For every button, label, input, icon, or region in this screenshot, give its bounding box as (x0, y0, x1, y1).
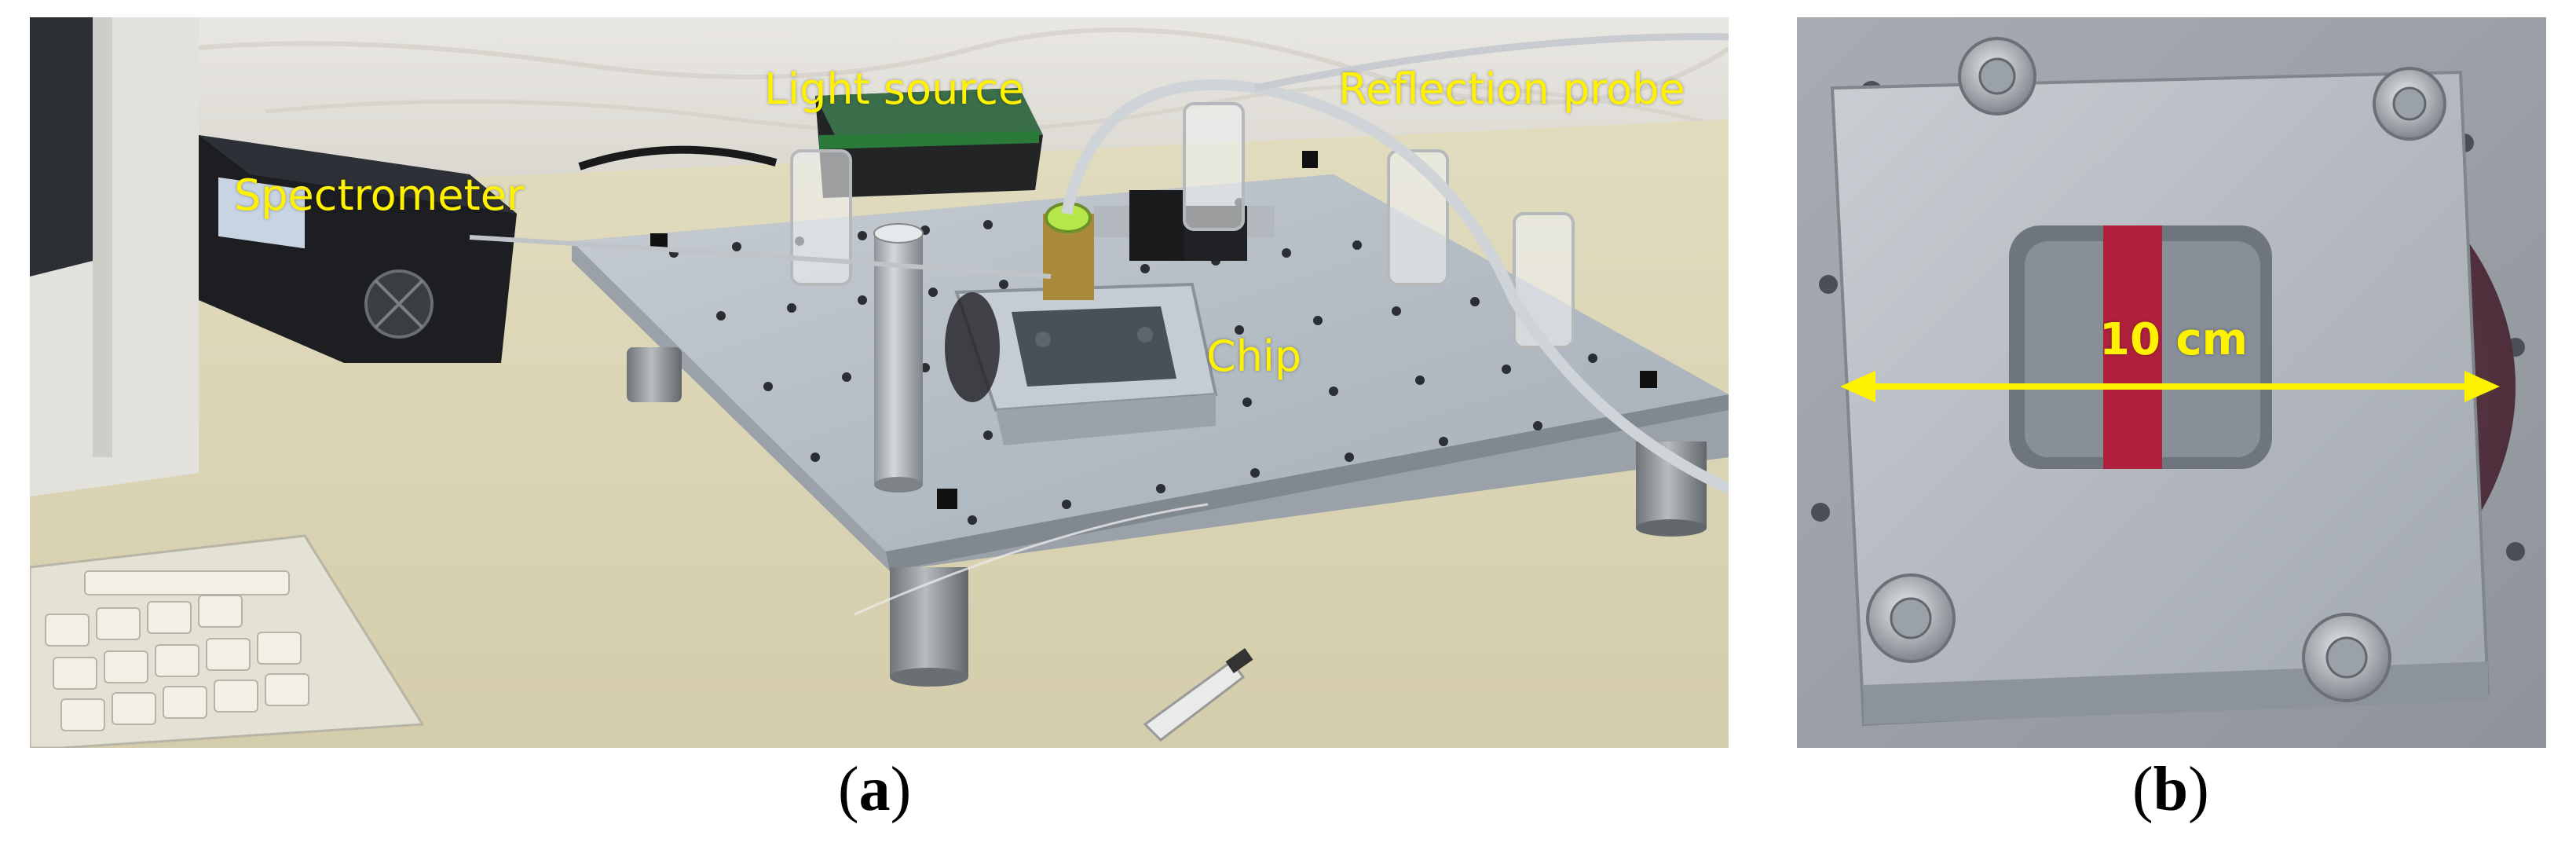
chip-holder (945, 282, 1218, 445)
light-source-device (815, 88, 1043, 198)
measurement-arrow (1840, 371, 2500, 402)
spectrometer-label: Spectrometer (234, 170, 525, 220)
reflection-probe-label: Reflection probe (1338, 64, 1685, 114)
caption-a-letter: a (858, 755, 891, 824)
caption-b-close: ) (2188, 755, 2209, 824)
light-source-label: Light source (764, 64, 1025, 114)
support-rod (873, 223, 924, 493)
setup-photo: Light source Reflection probe Spectromet… (30, 17, 1729, 748)
caption-a-close: ) (890, 755, 912, 824)
screws (1866, 37, 2446, 702)
glass-vials (790, 102, 1575, 349)
spectrometer-device (199, 135, 517, 363)
measurement-label: 10 cm (2099, 314, 2248, 365)
caption-b-letter: b (2153, 755, 2189, 824)
chip-closeup-drawing (1797, 17, 2546, 748)
chip-label: Chip (1206, 332, 1302, 381)
setup-photo-drawing (30, 17, 1729, 748)
syringe (1143, 648, 1253, 742)
caption-b-open: ( (2132, 755, 2153, 824)
caption-a-open: ( (838, 755, 859, 824)
chip-closeup-photo: 10 cm (1797, 17, 2546, 748)
keyboard (30, 534, 425, 748)
red-sample-strip (2103, 225, 2162, 469)
caption-b: (b) (2132, 754, 2209, 826)
caption-a: (a) (838, 754, 911, 826)
chip-window (2009, 225, 2272, 469)
reflection-probe-fiber (1061, 79, 1729, 494)
